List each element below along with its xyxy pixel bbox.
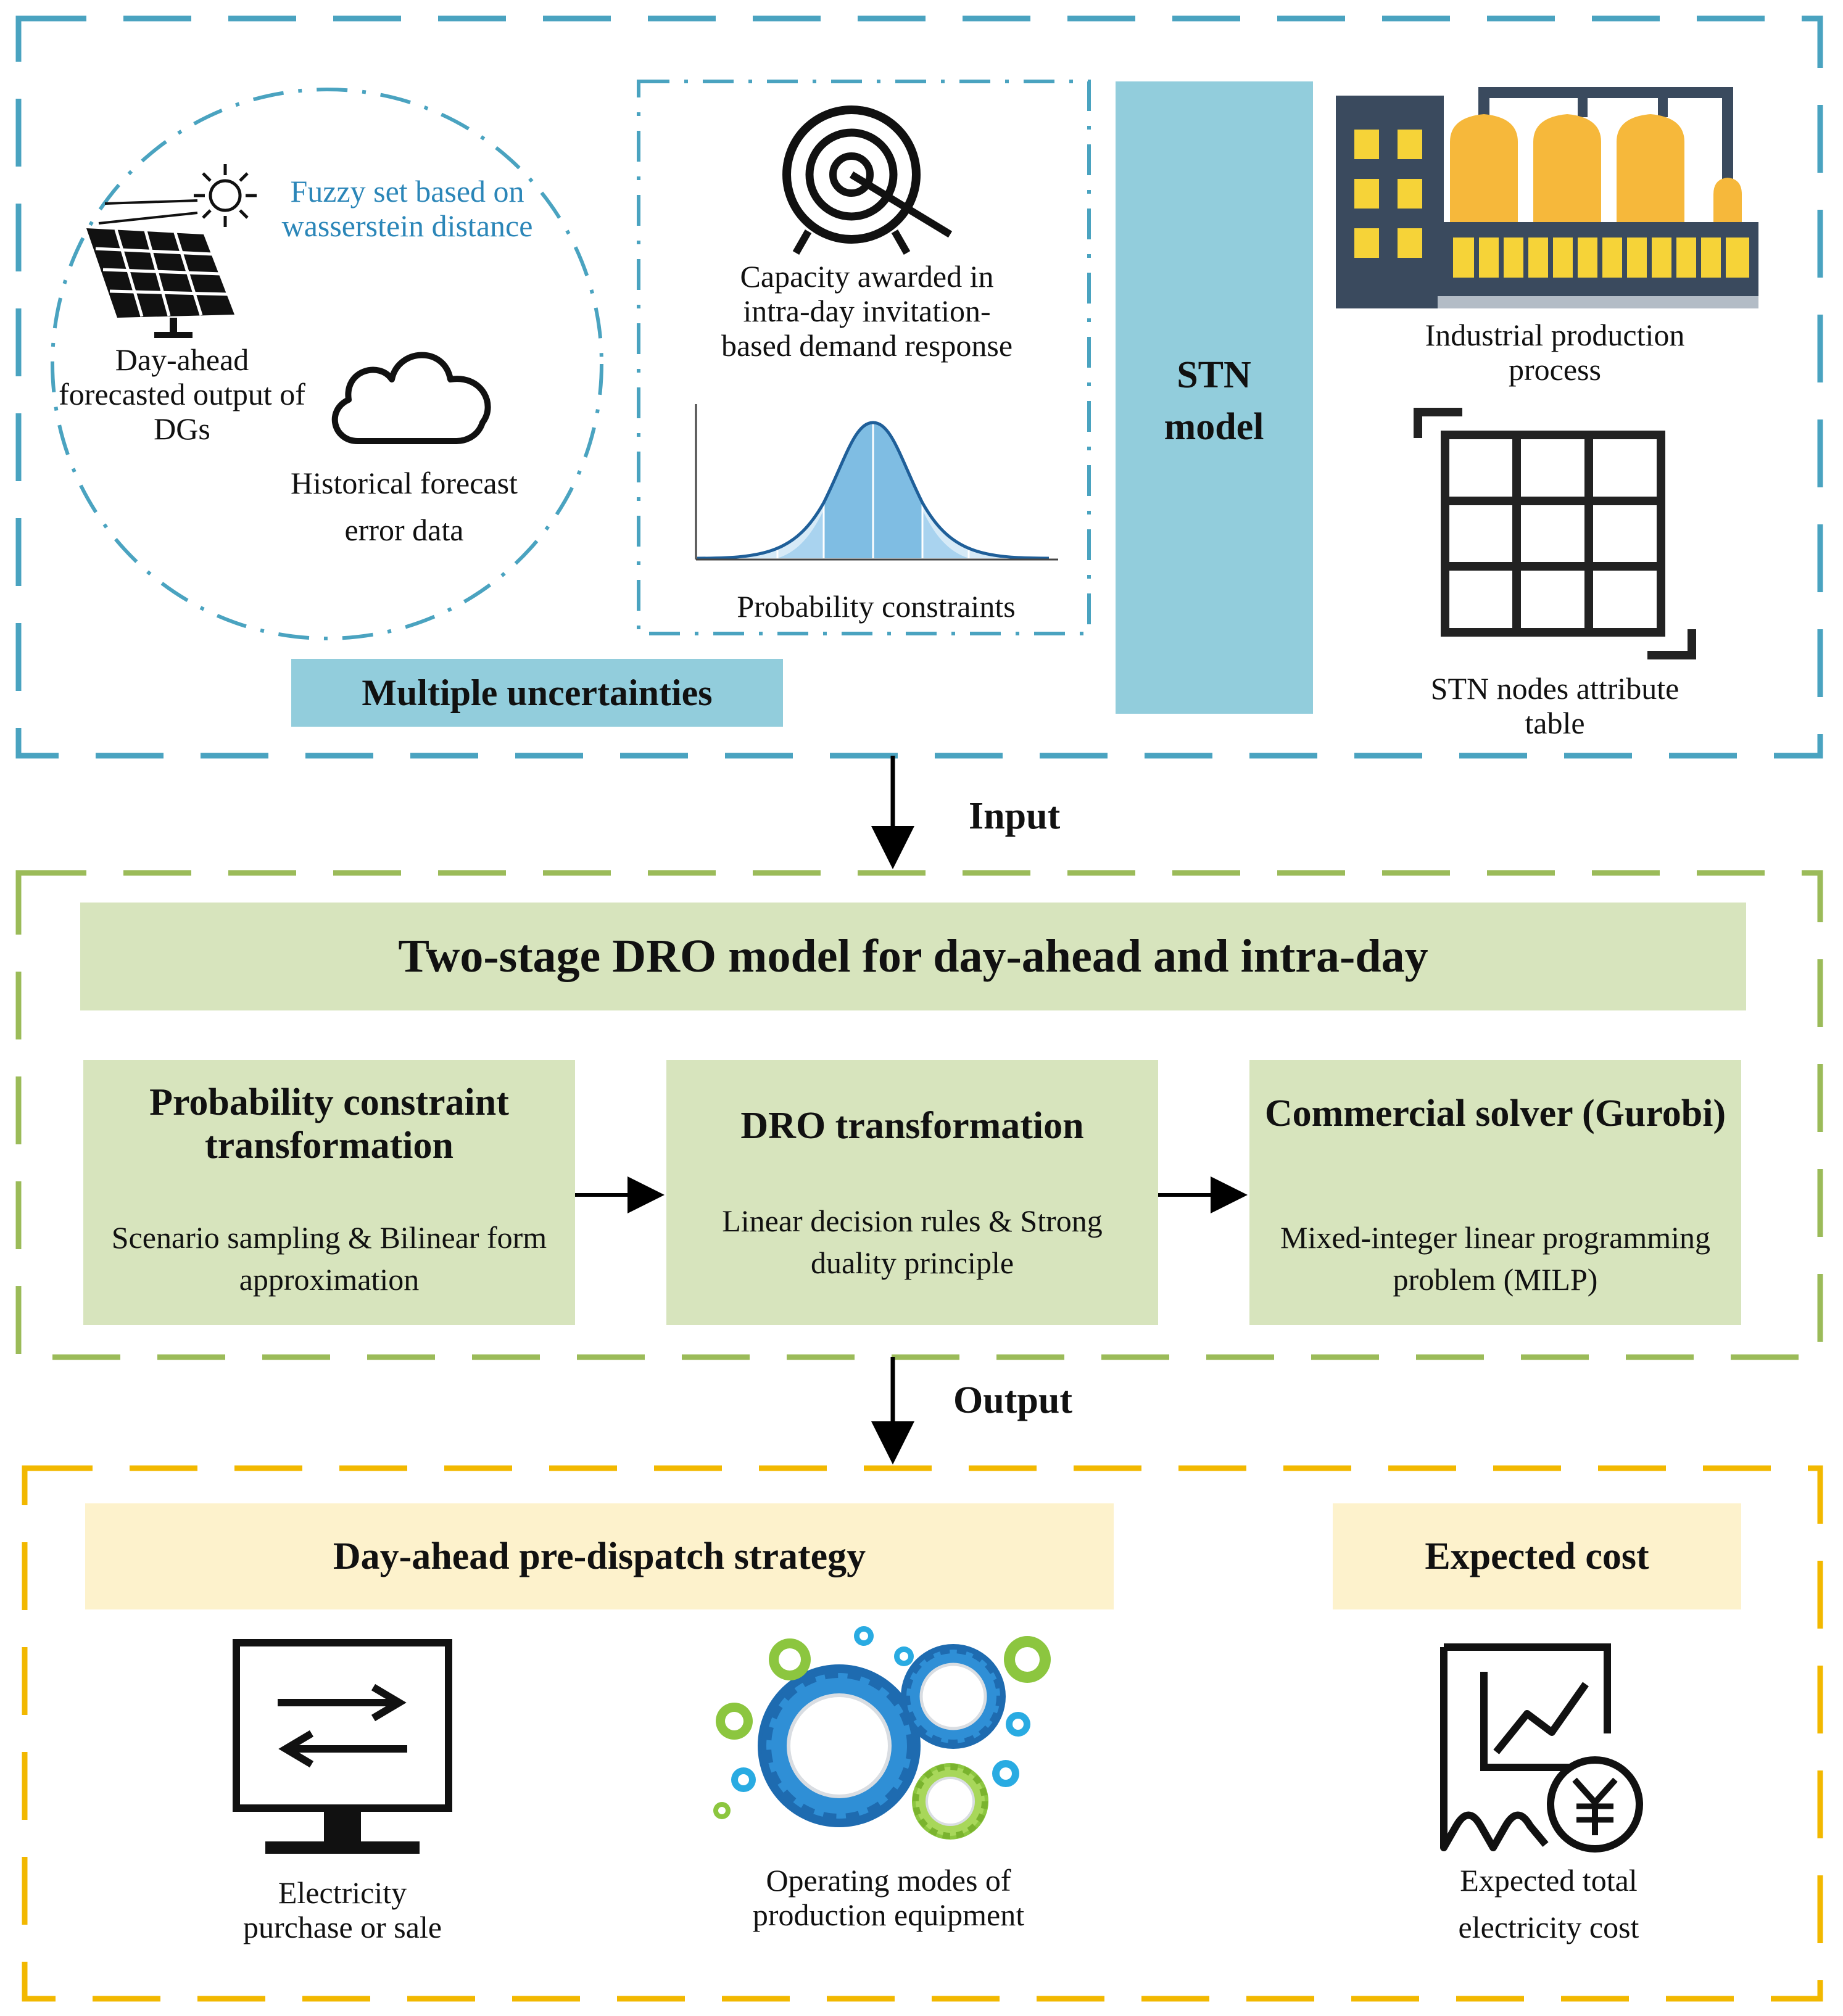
strategy-title-bar (85, 1503, 1114, 1609)
stn-nodes-table-label: STN nodes attribute table (1430, 671, 1679, 740)
expected-cost-title: Expected cost (1425, 1535, 1649, 1577)
model-title: Two-stage DRO model for day-ahead and in… (398, 930, 1428, 982)
box2-title: DRO transformation (740, 1105, 1084, 1147)
operating-modes-label: Operating modes of production equipment (752, 1863, 1025, 1932)
output-frame (22, 1465, 1823, 2002)
multiple-uncertainties-box (291, 659, 783, 727)
sun-icon (194, 164, 257, 227)
box-commercial-solver (1249, 1060, 1741, 1325)
probability-box (637, 80, 1091, 635)
box3-desc: Mixed-integer linear programming problem… (1280, 1220, 1710, 1297)
strategy-title: Day-ahead pre-dispatch strategy (333, 1535, 866, 1577)
box1-title: Probability constraint transformation (149, 1081, 509, 1167)
industrial-process-label: Industrial production process (1425, 318, 1685, 387)
stn-model-label: STN model (1164, 354, 1264, 448)
stn-model-column (1116, 81, 1313, 714)
target-icon (782, 105, 953, 255)
electricity-trade-label: Electricity purchase or sale (242, 1875, 442, 1944)
model-frame (15, 870, 1823, 1360)
box3-title: Commercial solver (Gurobi) (1264, 1093, 1726, 1134)
fuzzy-set-label: Fuzzy set based on wasserstein distance (281, 174, 533, 243)
box-probability-constraint (83, 1060, 575, 1325)
multiple-uncertainties-label: Multiple uncertainties (362, 672, 713, 713)
day-ahead-output-label: Day-ahead forecasted output of DGs (59, 342, 305, 446)
cost-document-icon (1440, 1643, 1643, 1853)
factory-icon (1336, 87, 1758, 308)
box2-desc: Linear decision rules & Strong duality p… (722, 1204, 1103, 1280)
expected-total-cost-label: Expected total electricity cost (1458, 1863, 1639, 1944)
input-label: Input (969, 795, 1061, 837)
cloud-icon (331, 352, 491, 444)
model-title-bar (80, 903, 1746, 1010)
solar-panel-icon (86, 199, 234, 338)
probability-constraints-label: Probability constraints (737, 589, 1016, 624)
bell-curve-icon (695, 404, 1058, 561)
expected-cost-title-bar (1333, 1503, 1741, 1609)
historical-error-label: Historical forecast error data (291, 466, 518, 547)
capacity-awarded-label: Capacity awarded in intra-day invitation… (721, 259, 1013, 363)
fuzzy-set-circle (51, 88, 603, 640)
monitor-exchange-icon (233, 1639, 452, 1854)
box-dro-transformation (666, 1060, 1158, 1325)
gears-icon (713, 1626, 1051, 1840)
uncertainty-frame (15, 15, 1823, 759)
output-label: Output (953, 1379, 1072, 1421)
box1-desc: Scenario sampling & Bilinear form approx… (111, 1220, 547, 1297)
grid-table-icon (1414, 408, 1696, 659)
